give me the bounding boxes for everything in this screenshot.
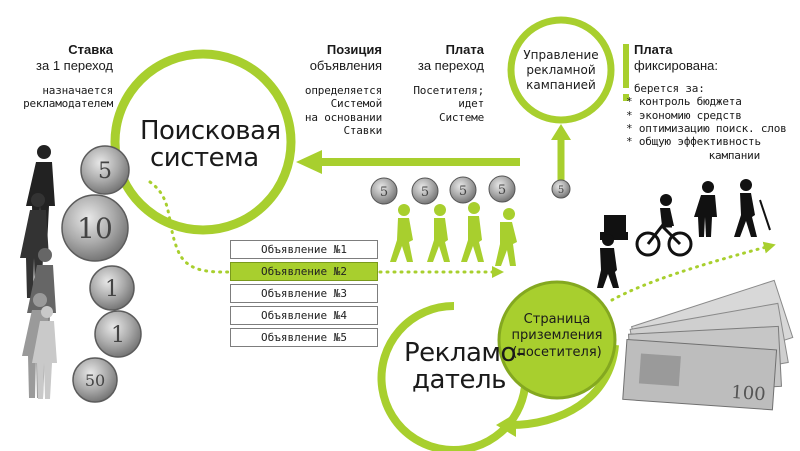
bid-block: Ставка за 1 переход назначается рекламод…: [8, 42, 113, 111]
landing-line-3: (посетителя): [512, 344, 602, 360]
fixed-title: Плата: [634, 42, 673, 57]
pay-block: Плата за переход Посетителя; идет Систем…: [392, 42, 484, 124]
people-silhouettes-left: [20, 145, 57, 399]
walking-person-icon: [461, 202, 484, 262]
search-system-line-1: Поисковая: [140, 116, 281, 146]
coin-stack: 5 10 1 1 50: [61, 145, 142, 403]
landing-label: Страница приземления (посетителя): [505, 312, 609, 361]
ad-item-5[interactable]: Объявление №5: [230, 328, 378, 347]
walking-coin-label: 5: [380, 185, 388, 200]
fixed-list: контроль бюджета экономию средств оптими…: [626, 95, 800, 149]
pay-subtitle: за переход: [417, 57, 484, 73]
ad-item-2[interactable]: Объявление №2: [230, 262, 378, 281]
bid-subtitle: за 1 переход: [36, 57, 113, 73]
management-line-2: рекламной: [526, 63, 596, 77]
bid-desc-2: рекламодателем: [23, 97, 113, 111]
coin-label-5: 5: [98, 159, 112, 184]
banknote-fan: 100: [622, 279, 794, 411]
walking-person-icon: [390, 204, 413, 262]
walking-coin-label: 5: [421, 185, 429, 200]
exclamation-icon: [623, 44, 629, 101]
coin-label-10: 10: [77, 212, 113, 245]
pay-desc-3: Системе: [439, 110, 484, 124]
landing-line-1: Страница: [523, 312, 591, 327]
position-block: Позиция объявления определяется Системой…: [280, 42, 382, 137]
management-line-1: Управление: [523, 48, 599, 62]
coin-icon: [449, 176, 477, 204]
walking-person-icon: [734, 179, 771, 237]
fixed-fee-block: Плата фиксирована: берется за: контроль …: [634, 42, 800, 162]
position-desc-3: на основании: [304, 110, 382, 124]
coin-icon: [488, 175, 516, 203]
fixed-tail: кампании: [708, 148, 761, 162]
walking-coin-label: 5: [498, 183, 506, 198]
position-desc-1: определяется: [304, 83, 382, 97]
pay-flow-arrowhead: [296, 150, 322, 174]
coin-50: [72, 357, 118, 403]
courier-person-icon: [597, 215, 628, 288]
search-system-line-2: система: [150, 143, 259, 174]
coin-icon: [411, 177, 439, 205]
search-system-circle: [110, 49, 296, 235]
management-circle: [507, 16, 615, 124]
position-subtitle: объявления: [309, 57, 382, 73]
ad-item-4[interactable]: Объявление №4: [230, 306, 378, 325]
coin-icon: [551, 179, 571, 199]
management-arrowhead: [551, 124, 571, 140]
ad-item-3[interactable]: Объявление №3: [230, 284, 378, 303]
silhouette-person-icon: [694, 181, 717, 237]
banknote-value: 100: [731, 382, 767, 405]
position-desc-2: Системой: [330, 97, 383, 111]
pay-desc-2: идет: [458, 97, 484, 111]
coin-5: [80, 145, 130, 195]
pay-desc-1: Посетителя;: [413, 83, 484, 97]
fixed-item-3: оптимизацию поиск. слов: [626, 122, 800, 135]
fixed-item-2: экономию средств: [626, 109, 800, 122]
position-desc-4: Ставки: [343, 123, 382, 137]
coin-icon: [370, 177, 398, 205]
advertiser-ring: [377, 301, 530, 451]
advertiser-line-1: Рекламо-: [404, 338, 525, 368]
landing-line-2: приземления: [511, 328, 603, 344]
bid-title: Ставка: [68, 42, 113, 57]
coin-10: [61, 194, 129, 262]
management-line-3: кампанией: [526, 78, 596, 92]
advertiser-line-2: датель: [412, 365, 507, 396]
walking-visitors: 5 5 5 5: [370, 175, 517, 266]
position-title: Позиция: [326, 42, 382, 57]
silhouettes-right: [597, 179, 771, 288]
walking-person-icon: [427, 204, 450, 262]
ad-item-1[interactable]: Объявление №1: [230, 240, 378, 259]
coin-1-a: [89, 265, 135, 311]
fixed-subtitle: фиксирована:: [634, 57, 719, 73]
walking-coin-label: 5: [459, 184, 467, 199]
fixed-lead: берется за:: [634, 81, 705, 95]
fixed-item-1: контроль бюджета: [626, 95, 800, 108]
management-label: Управление рекламной кампанией: [516, 48, 606, 93]
landing-circle: [497, 280, 617, 400]
coin-1-b: [94, 310, 142, 358]
return-arrowhead: [496, 413, 516, 437]
pay-title: Плата: [445, 42, 484, 57]
advertiser-label: Рекламо- датель: [404, 338, 525, 396]
ad-list: Объявление №1 Объявление №2 Объявление №…: [230, 240, 378, 350]
coin-label-1-b: 1: [111, 323, 125, 348]
fixed-item-4: общую эффективность: [626, 135, 800, 148]
search-system-label: Поисковая система: [140, 116, 290, 174]
dotted-path-search-to-ads: [148, 180, 230, 274]
small-coin-label: 5: [558, 185, 564, 196]
coin-label-1-a: 1: [105, 277, 119, 302]
bid-desc-1: назначается: [42, 83, 113, 97]
walking-person-icon: [495, 208, 517, 266]
coin-label-50: 50: [85, 371, 105, 390]
silhouette-person-icon: [32, 306, 57, 399]
cyclist-icon: [635, 194, 693, 257]
